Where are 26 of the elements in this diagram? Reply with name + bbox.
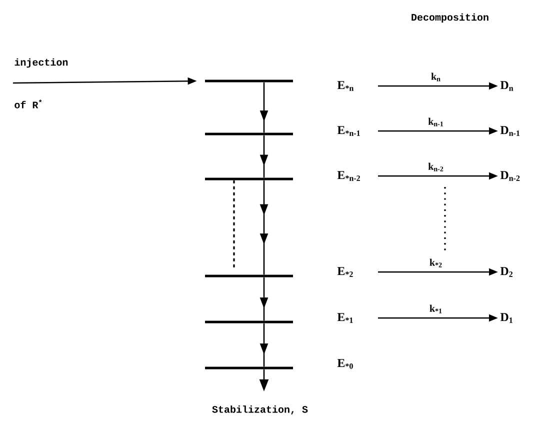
product-label: D$_{n-2}$: [500, 171, 520, 181]
level-label: E$_{*0}$: [337, 359, 353, 369]
edge-label: k$_{n-1}$: [427, 116, 445, 128]
product-label: D$_{n}$: [500, 81, 514, 91]
level-label: E$_{*n}$: [337, 81, 354, 91]
caption-text: Stabilization, S: [212, 405, 308, 414]
caption-text: injection: [14, 58, 68, 68]
edge-label: k$_{n}$: [430, 72, 442, 82]
energy-level: [205, 178, 293, 180]
product-label: D$_{1}$: [500, 313, 512, 323]
energy-level: [205, 132, 293, 136]
energy-level: [205, 366, 293, 370]
edge-label: k$_{n-2}$: [427, 162, 445, 172]
caption-text: of R$^{*}$: [14, 100, 42, 108]
product-label: D$_{n-1}$: [500, 126, 520, 136]
level-label: E$_{*n-1}$: [337, 126, 360, 136]
edge-label: k$_{*1}$: [428, 304, 444, 314]
energy-level: [205, 320, 293, 324]
energy-level: [205, 80, 293, 82]
product-label: D$_{2}$: [500, 267, 513, 277]
level-label: E$_{*n-2}$: [337, 171, 360, 181]
level-label: E$_{*1}$: [337, 313, 353, 323]
energy-level: [205, 274, 293, 278]
edge-label: k$_{*2}$: [428, 258, 444, 268]
level-label: E$_{*2}$: [337, 267, 353, 277]
caption-text: Decomposition: [412, 13, 488, 23]
